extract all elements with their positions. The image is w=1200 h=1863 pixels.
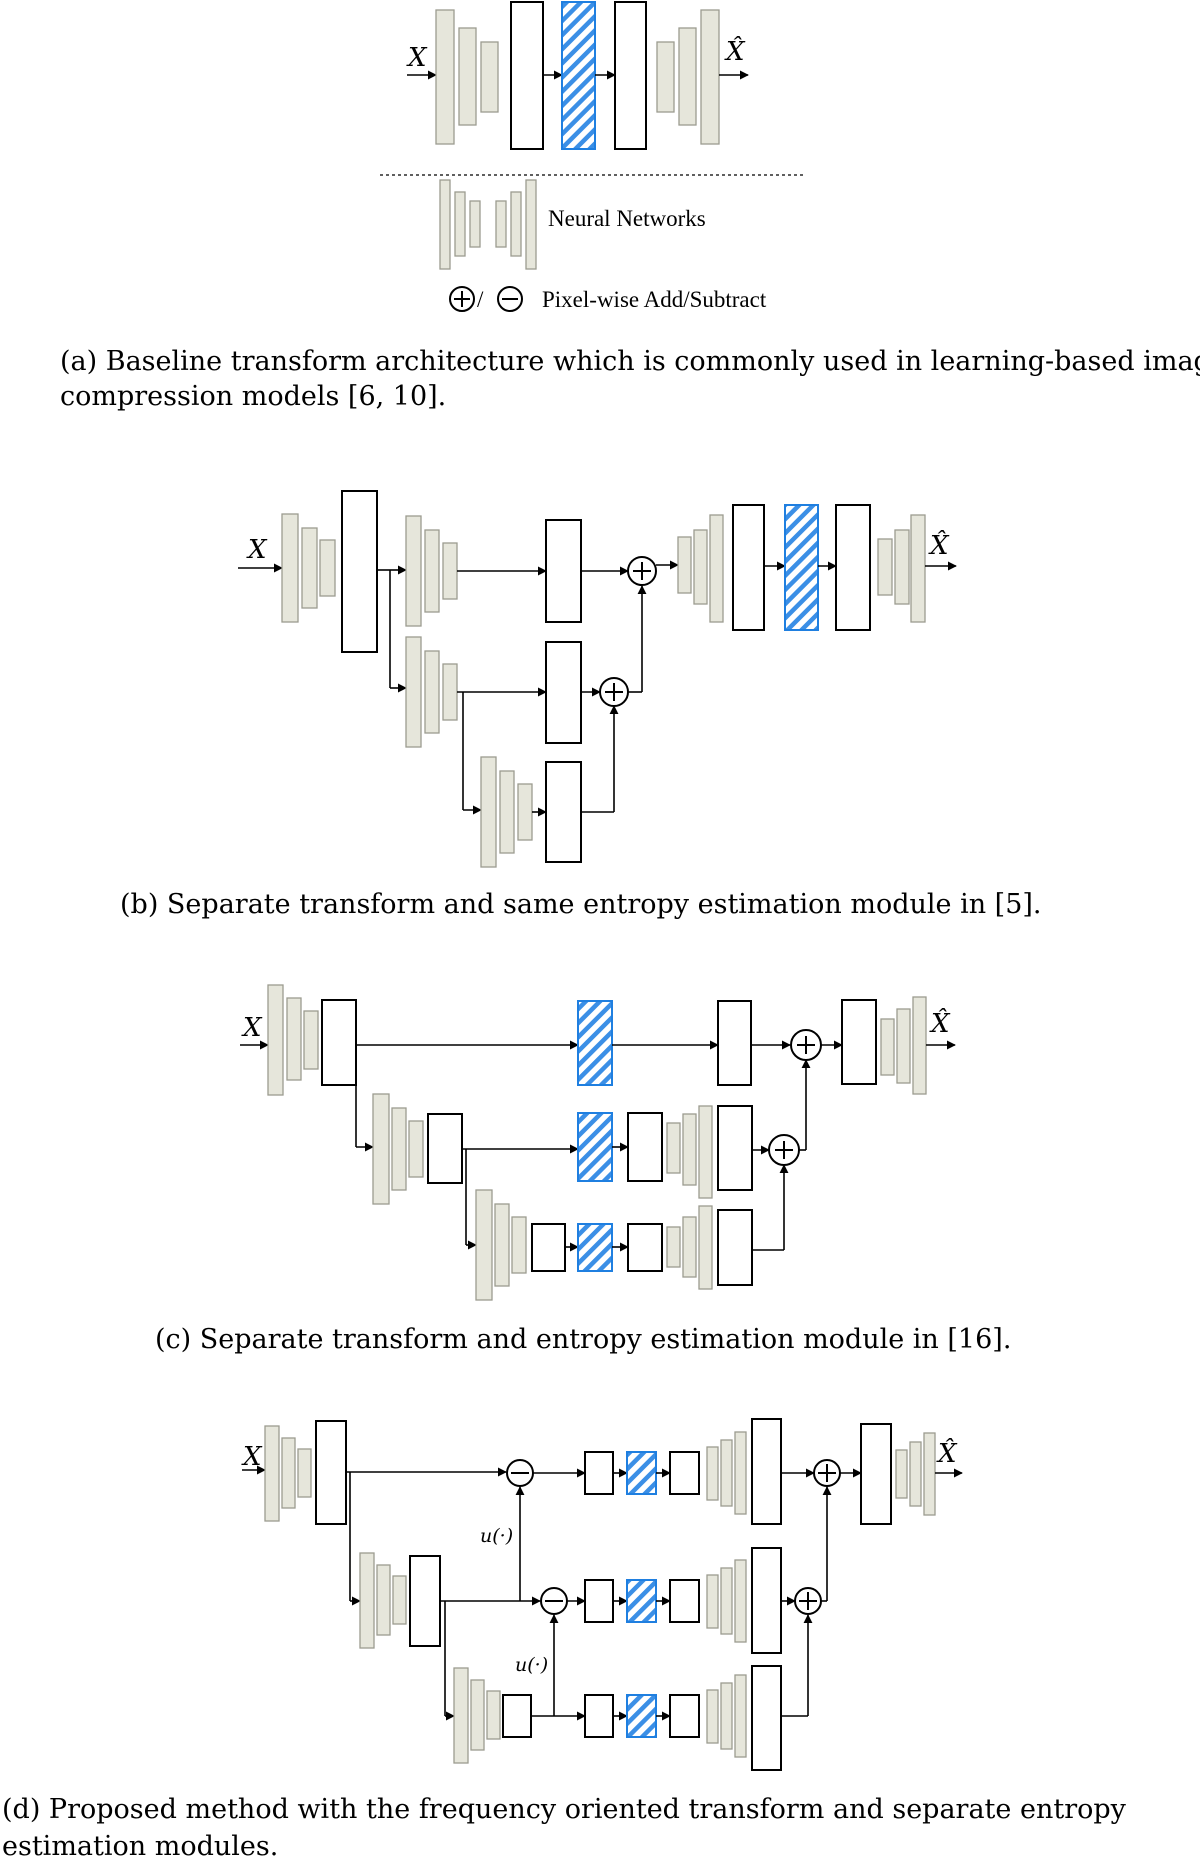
- add-operator: [627, 556, 657, 586]
- legend-minus-icon: [497, 286, 523, 312]
- synthesis-block: [841, 999, 877, 1085]
- output-x-hat-label: X̂: [929, 1008, 951, 1039]
- neural-network-block: [677, 514, 724, 623]
- entropy-block: [545, 519, 582, 623]
- caption-d-line2: estimation modules.: [2, 1831, 278, 1862]
- synthesis-block: [717, 1209, 753, 1286]
- neural-network-block: [372, 1093, 424, 1205]
- subtract-operator: [506, 1459, 534, 1487]
- entropy-block: [627, 1223, 663, 1272]
- entropy-block: [545, 641, 582, 744]
- analysis-block: [427, 1113, 463, 1184]
- caption-a-line1: (a) Baseline transform architecture whic…: [60, 346, 1200, 377]
- quantizer-block: [626, 1451, 657, 1495]
- synthesis-block: [860, 1423, 892, 1525]
- analysis-block: [584, 1451, 614, 1495]
- subtract-operator: [540, 1587, 568, 1615]
- quantizer-block: [577, 1112, 613, 1182]
- quantizer-block: [626, 1579, 657, 1623]
- upsample-label: u(·): [515, 1654, 548, 1676]
- neural-network-block: [706, 1431, 747, 1515]
- synthesis-block: [835, 504, 871, 631]
- neural-network-block: [877, 514, 926, 623]
- quantizer-block: [577, 1223, 613, 1272]
- add-operator: [813, 1459, 841, 1487]
- neural-network-block: [281, 513, 336, 623]
- panel-d: X: [2, 1418, 1127, 1862]
- input-x-label: X: [241, 1013, 263, 1043]
- input-x-label: X: [406, 43, 428, 73]
- caption-a-line2: compression models [6, 10].: [60, 381, 446, 412]
- output-x-hat-label: X̂: [724, 36, 746, 67]
- neural-network-block: [405, 515, 458, 627]
- entropy-block: [669, 1579, 700, 1623]
- analysis-block: [409, 1555, 441, 1647]
- synthesis-block: [717, 1105, 753, 1191]
- neural-network-block: [475, 1189, 527, 1301]
- neural-network-block: [359, 1552, 407, 1649]
- quantizer-block: [577, 1000, 613, 1086]
- neural-network-block: [666, 1105, 713, 1199]
- neural-network-block: [656, 9, 720, 145]
- entropy-block: [627, 1112, 663, 1182]
- analysis-block: [584, 1579, 614, 1623]
- analysis-block: [732, 504, 765, 631]
- panel-b: X: [120, 490, 1042, 920]
- caption-b: (b) Separate transform and same entropy …: [120, 889, 1042, 920]
- neural-network-block: [706, 1674, 747, 1758]
- analysis-block: [321, 999, 357, 1086]
- synthesis-block: [751, 1418, 782, 1525]
- analysis-block: [584, 1694, 614, 1738]
- neural-network-block: [405, 636, 458, 748]
- input-x-label: X: [246, 535, 268, 565]
- upsample-label: u(·): [480, 1525, 513, 1547]
- quantizer-block: [626, 1694, 657, 1738]
- add-operator: [790, 1029, 822, 1061]
- analysis-block: [531, 1223, 566, 1272]
- neural-network-block: [895, 1432, 936, 1516]
- entropy-block: [669, 1451, 700, 1495]
- quantizer-block: [561, 1, 596, 150]
- neural-network-block: [666, 1205, 713, 1290]
- neural-network-block: [453, 1667, 501, 1764]
- synthesis-block: [751, 1665, 782, 1771]
- synthesis-block: [751, 1547, 782, 1654]
- analysis-block: [510, 1, 544, 150]
- neural-network-block: [706, 1559, 747, 1643]
- panel-c: X X̂: [155, 984, 1011, 1355]
- panel-a: X X̂ Neural Networks: [60, 1, 1200, 412]
- add-operator: [768, 1134, 800, 1166]
- output-x-hat-label: X̂: [928, 530, 950, 561]
- neural-network-block: [435, 9, 499, 145]
- legend-pixel-wise-text: Pixel-wise Add/Subtract: [542, 287, 767, 312]
- neural-network-block: [880, 996, 927, 1095]
- legend-slash: /: [477, 287, 484, 312]
- neural-network-block: [480, 756, 533, 868]
- synthesis-block: [614, 1, 647, 150]
- neural-network-block: [267, 984, 319, 1096]
- entropy-block: [545, 761, 582, 863]
- caption-c: (c) Separate transform and entropy estim…: [155, 1324, 1011, 1355]
- add-operator: [599, 677, 629, 707]
- entropy-block: [669, 1694, 700, 1738]
- legend-neural-networks-text: Neural Networks: [548, 206, 706, 231]
- analysis-block: [341, 490, 378, 653]
- output-x-hat-label: X̂: [936, 1438, 958, 1469]
- input-x-label: X: [241, 1442, 263, 1472]
- caption-d-line1: (d) Proposed method with the frequency o…: [2, 1794, 1127, 1825]
- neural-network-block: [264, 1425, 312, 1522]
- entropy-block: [717, 1000, 752, 1086]
- quantizer-block: [784, 504, 819, 631]
- legend-plus-icon: [449, 286, 475, 312]
- analysis-block: [315, 1420, 347, 1525]
- analysis-block: [502, 1694, 532, 1738]
- legend-neural-network-icon: [439, 179, 537, 270]
- add-operator: [794, 1587, 822, 1615]
